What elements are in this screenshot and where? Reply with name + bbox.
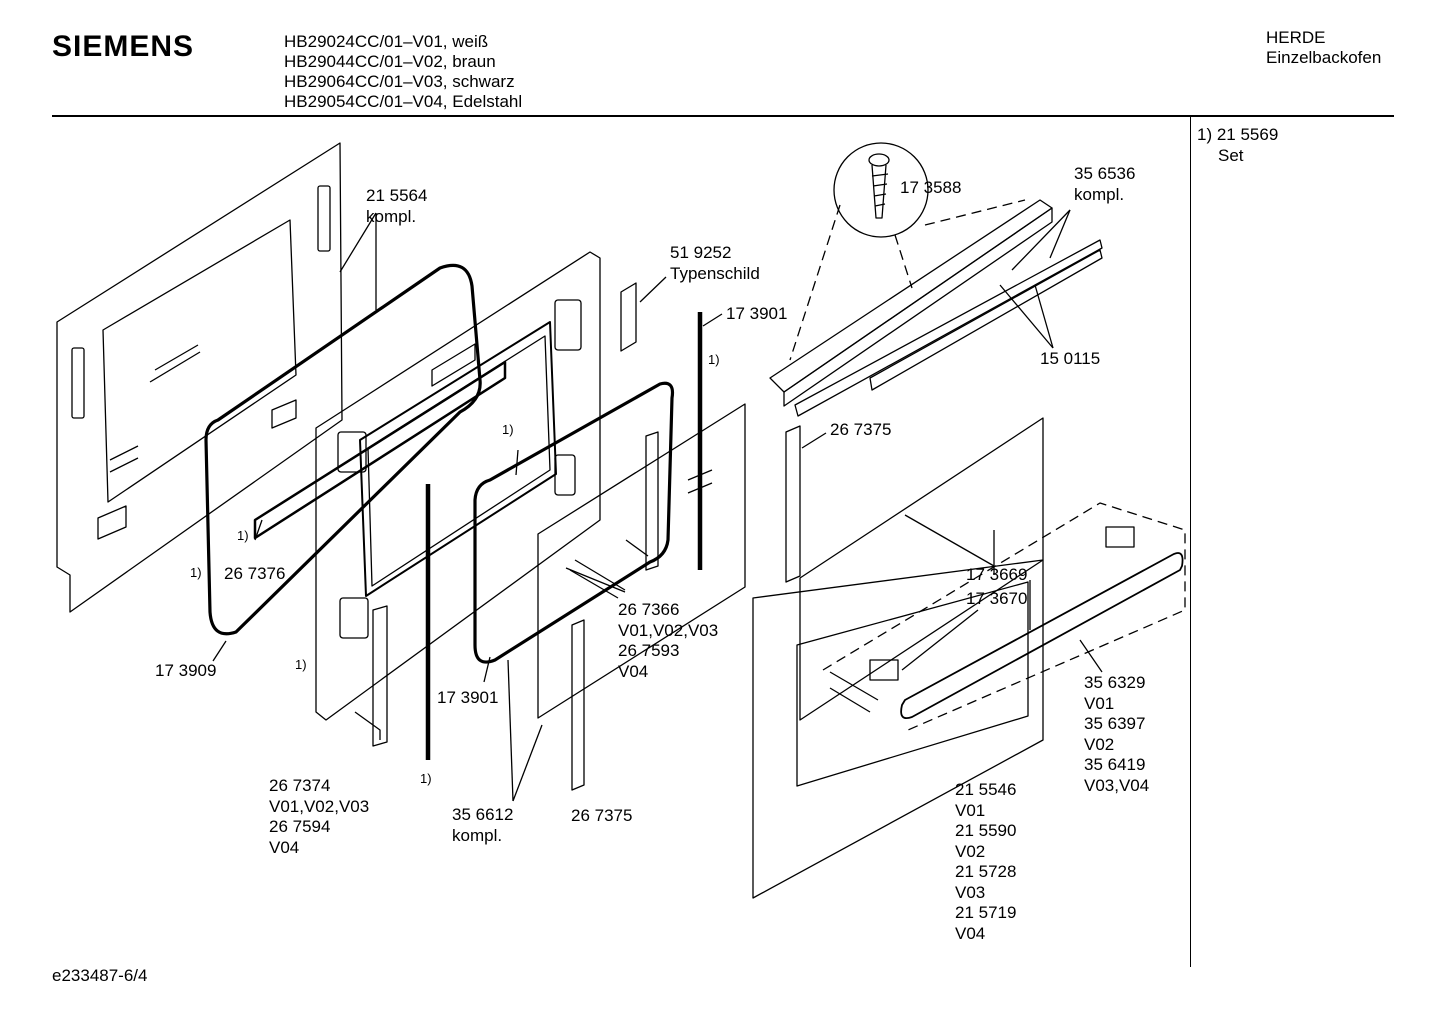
- category-block: HERDE Einzelbackofen: [1266, 28, 1381, 68]
- set-marker: 1): [295, 657, 307, 672]
- leader-lines: [213, 210, 1102, 801]
- part-label-267375-top: 26 7375: [830, 420, 892, 439]
- header-rule: [52, 115, 1394, 117]
- part-label-267375-bottom: 26 7375: [571, 806, 633, 825]
- subcategory: Einzelbackofen: [1266, 48, 1382, 67]
- type-plate: [621, 283, 636, 351]
- model-list: HB29024CC/01–V01, weiß HB29044CC/01–V02,…: [284, 32, 522, 112]
- part-label-173909: 17 3909: [155, 661, 217, 680]
- outer-door-glass: [57, 143, 342, 612]
- hinge-right: [626, 432, 658, 570]
- part-label-173669: 17 3669: [966, 565, 1028, 584]
- set-marker: 1): [502, 422, 514, 437]
- set-note-text: Set: [1218, 146, 1244, 165]
- set-marker: 1): [190, 565, 202, 580]
- set-marker: 1): [708, 352, 720, 367]
- middle-glass: [538, 404, 745, 718]
- part-label-173901-top: 17 3901: [726, 304, 788, 323]
- part-label-173901-bottom: 17 3901: [437, 688, 499, 707]
- inner-door-frame: [255, 252, 600, 720]
- category: HERDE: [1266, 28, 1326, 47]
- side-column-rule: [1190, 117, 1191, 967]
- set-marker: 1): [237, 528, 249, 543]
- door-handle: [870, 527, 1183, 718]
- door-seal: [206, 265, 480, 633]
- hinge-bottom: [572, 620, 584, 790]
- screw-detail: [834, 143, 928, 237]
- model-line: HB29054CC/01–V04, Edelstahl: [284, 92, 523, 111]
- assembly-guide-lines: [790, 200, 1185, 730]
- document-id: e233487-6/4: [52, 966, 148, 985]
- set-note-number: 1) 21 5569: [1197, 125, 1279, 144]
- set-marker: 1): [420, 771, 432, 786]
- hinge-left: [355, 606, 387, 746]
- part-label-267376: 26 7376: [224, 564, 286, 583]
- model-line: HB29024CC/01–V01, weiß: [284, 32, 489, 51]
- set-note: 1) 21 5569 Set: [1197, 124, 1278, 166]
- model-line: HB29064CC/01–V03, schwarz: [284, 72, 515, 91]
- brand-logo: SIEMENS: [52, 30, 195, 63]
- model-line: HB29044CC/01–V02, braun: [284, 52, 496, 71]
- part-label-173670: 17 3670: [966, 589, 1028, 608]
- side-strip: [786, 426, 800, 582]
- part-label-173588: 17 3588: [900, 178, 962, 197]
- outer-door-panel: [753, 560, 1043, 898]
- part-label-150115: 15 0115: [1040, 349, 1101, 368]
- top-rail: [770, 200, 1102, 416]
- inner-seal: [475, 383, 673, 662]
